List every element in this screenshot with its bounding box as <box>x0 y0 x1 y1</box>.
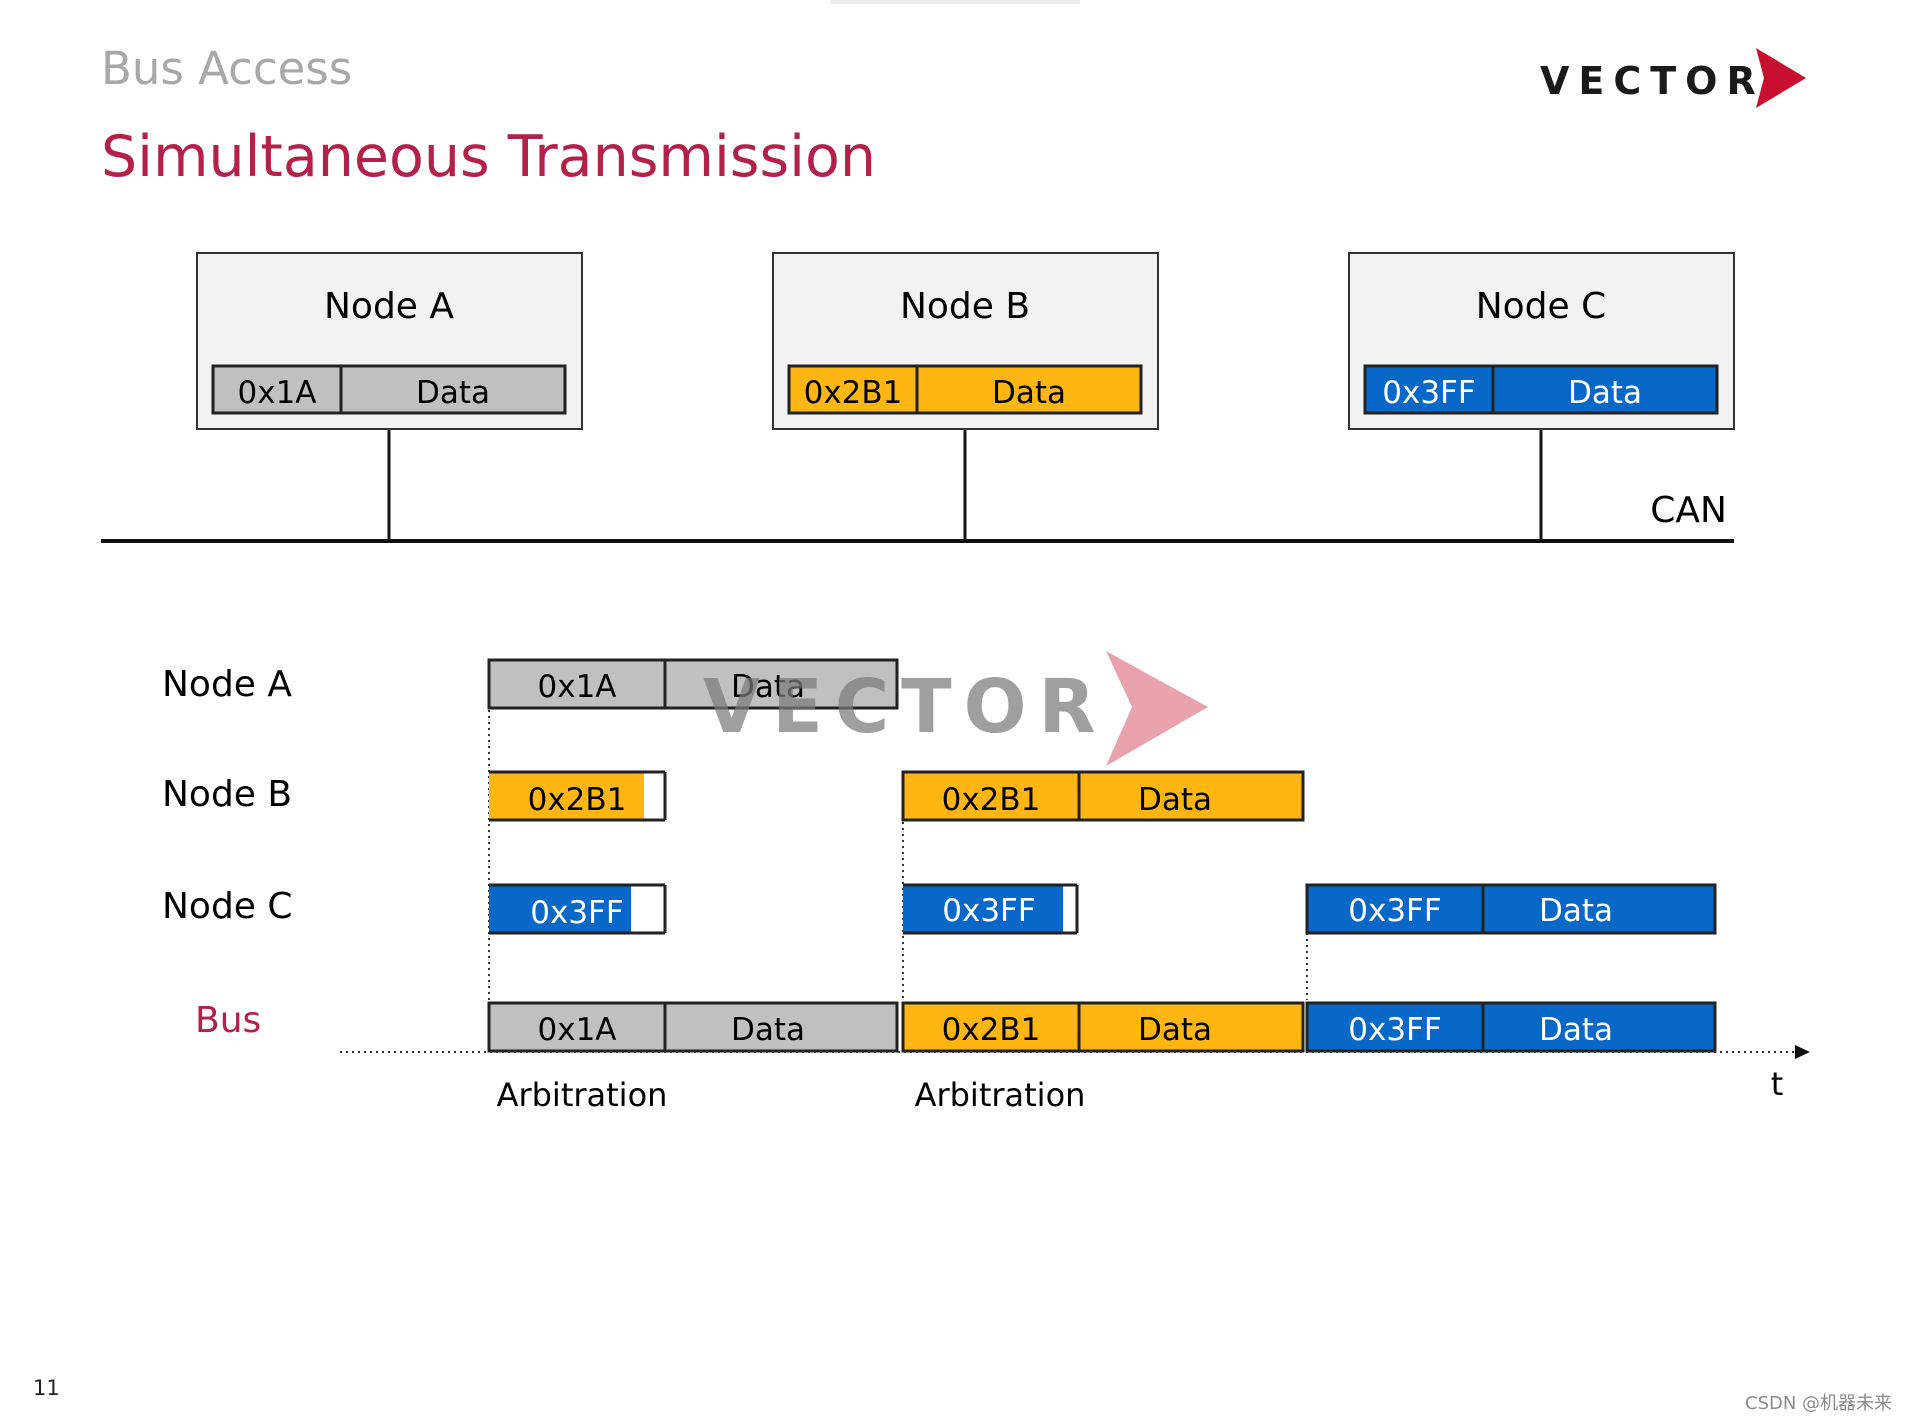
node-c-frame-data: Data <box>1539 893 1613 929</box>
vector-logo: VECTOR <box>1540 48 1806 108</box>
node-b-frame-id: 0x2B1 <box>942 782 1041 818</box>
row-label-node-b: Node B <box>162 774 292 815</box>
vector-watermark: VECTOR <box>703 651 1208 766</box>
watermark-chevron-icon <box>1106 651 1208 766</box>
time-axis-label: t <box>1771 1065 1784 1103</box>
node-b-aborted-id: 0x2B1 <box>528 782 627 818</box>
page-number: 11 <box>33 1376 60 1400</box>
node-b-data-field: Data <box>992 375 1066 411</box>
arbitration-label-2: Arbitration <box>915 1076 1086 1114</box>
node-c-aborted-id-1: 0x3FF <box>530 895 623 931</box>
topology: Node A 0x1A Data Node B 0x2B1 Data Node … <box>101 252 1735 543</box>
node-b-box: Node B 0x2B1 Data <box>772 252 1159 430</box>
node-a-box: Node A 0x1A Data <box>196 252 583 430</box>
arbitration-label-1: Arbitration <box>497 1076 668 1114</box>
timing-diagram: Node A Node B Node C Bus 0x1A Data 0x2B1… <box>162 651 1810 1114</box>
node-b-id-field: 0x2B1 <box>804 375 903 411</box>
row-label-bus: Bus <box>195 1000 261 1041</box>
bus-frame-2-id: 0x2B1 <box>942 1012 1041 1048</box>
row-label-node-a: Node A <box>162 664 292 705</box>
bus-frames: 0x1A Data 0x2B1 Data 0x3FF Data <box>487 1001 1717 1053</box>
node-c-aborted-frame-1: 0x3FF <box>489 883 667 935</box>
logo-chevron-icon <box>1756 48 1806 108</box>
node-c-aborted-id-2: 0x3FF <box>942 893 1035 929</box>
node-a-data-field: Data <box>416 375 490 411</box>
node-b-frame: 0x2B1 Data <box>901 770 1305 822</box>
node-a-frame-data: Data <box>731 669 805 705</box>
node-b-frame-data: Data <box>1138 782 1212 818</box>
time-axis-arrow-icon <box>1795 1045 1810 1059</box>
node-b-aborted-frame: 0x2B1 <box>489 770 667 822</box>
bus-frame-3-data: Data <box>1539 1012 1613 1048</box>
section-title: Bus Access <box>101 42 353 95</box>
bus-frame-2-data: Data <box>1138 1012 1212 1048</box>
slide-title: Simultaneous Transmission <box>101 124 877 190</box>
node-a-frame-id: 0x1A <box>538 669 617 705</box>
node-c-aborted-frame-2: 0x3FF <box>903 883 1079 935</box>
node-a-frame: 0x1A Data <box>487 658 899 710</box>
node-b-title: Node B <box>900 286 1030 327</box>
can-bus-label: CAN <box>1650 490 1727 531</box>
node-c-frame-id: 0x3FF <box>1348 893 1441 929</box>
bus-frame-1-id: 0x1A <box>538 1012 617 1048</box>
credit-watermark: CSDN @机器未来 <box>1745 1393 1893 1414</box>
node-c-title: Node C <box>1476 286 1607 327</box>
row-label-node-c: Node C <box>162 886 293 927</box>
node-c-data-field: Data <box>1568 375 1642 411</box>
node-c-frame: 0x3FF Data <box>1305 883 1717 935</box>
bus-frame-3-id: 0x3FF <box>1348 1012 1441 1048</box>
watermark-text: VECTOR <box>703 664 1108 750</box>
top-strip <box>830 0 1080 4</box>
node-c-id-field: 0x3FF <box>1382 375 1475 411</box>
logo-text: VECTOR <box>1540 59 1765 103</box>
node-a-title: Node A <box>324 286 454 327</box>
node-a-id-field: 0x1A <box>238 375 317 411</box>
bus-frame-1-data: Data <box>731 1012 805 1048</box>
node-c-box: Node C 0x3FF Data <box>1348 252 1735 430</box>
